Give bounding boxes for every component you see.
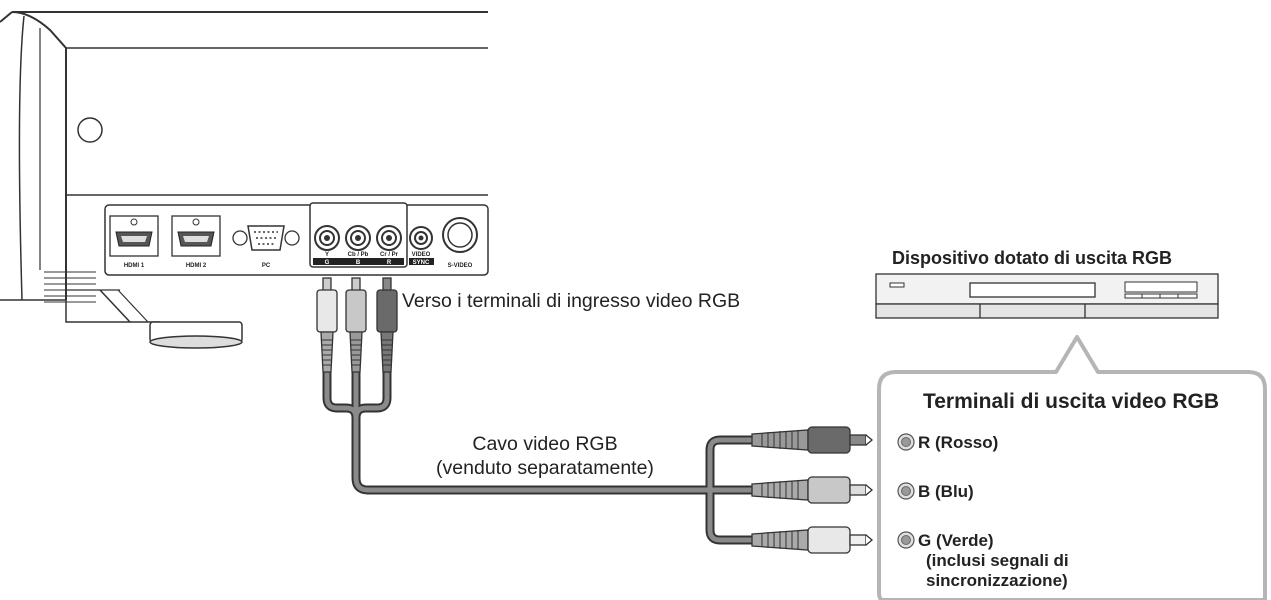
plug-r-side	[751, 426, 874, 454]
hdmi1-label: HDMI 1	[124, 263, 145, 269]
sync-label-strip	[409, 258, 434, 265]
plug-g-side	[751, 526, 874, 554]
output-g-note-line2: sincronizzazione)	[926, 571, 1068, 590]
b-label: B	[356, 260, 361, 266]
hdmi2-port[interactable]	[171, 215, 221, 257]
pc-port[interactable]	[232, 225, 300, 251]
output-title: Terminali di uscita video RGB	[923, 390, 1219, 413]
y-label: Y	[325, 252, 329, 258]
svideo-port[interactable]	[442, 217, 478, 253]
cable-label-line2: (venduto separatamente)	[436, 457, 654, 479]
output-g-jack[interactable]	[897, 531, 915, 549]
rgb-device	[875, 273, 1219, 319]
sync-label: SYNC	[413, 260, 430, 266]
plug-r-top	[376, 277, 398, 373]
output-g-label: G (Verde)	[918, 531, 994, 550]
rgb-cable	[322, 367, 757, 545]
hdmi2-label: HDMI 2	[186, 263, 207, 269]
cr-label: Cr / Pr	[380, 252, 399, 258]
plug-b-side	[751, 476, 874, 504]
device-title: Dispositivo dotato di uscita RGB	[892, 248, 1172, 268]
output-b-label: B (Blu)	[918, 482, 974, 501]
output-r-jack[interactable]	[897, 433, 915, 451]
plug-b-top	[345, 277, 367, 373]
svideo-label: S-VIDEO	[448, 263, 473, 269]
output-r-label: R (Rosso)	[918, 433, 998, 452]
plug-g-top	[316, 277, 338, 373]
cb-label: Cb / Pb	[348, 252, 369, 258]
hdmi1-port[interactable]	[109, 215, 159, 257]
r-label: R	[387, 260, 392, 266]
cb-b-port[interactable]	[345, 225, 371, 251]
output-g-note-line1: (inclusi segnali di	[926, 551, 1069, 570]
cr-r-port[interactable]	[376, 225, 402, 251]
rgb-label-strip	[313, 258, 404, 265]
video-sync-port[interactable]	[409, 226, 433, 250]
video-label: VIDEO	[412, 252, 431, 258]
cable-label-line1: Cavo video RGB	[472, 433, 617, 455]
g-label: G	[325, 260, 330, 266]
y-g-port[interactable]	[314, 225, 340, 251]
input-terminals-label: Verso i terminali di ingresso video RGB	[402, 290, 740, 312]
output-b-jack[interactable]	[897, 482, 915, 500]
pc-label: PC	[262, 263, 271, 269]
